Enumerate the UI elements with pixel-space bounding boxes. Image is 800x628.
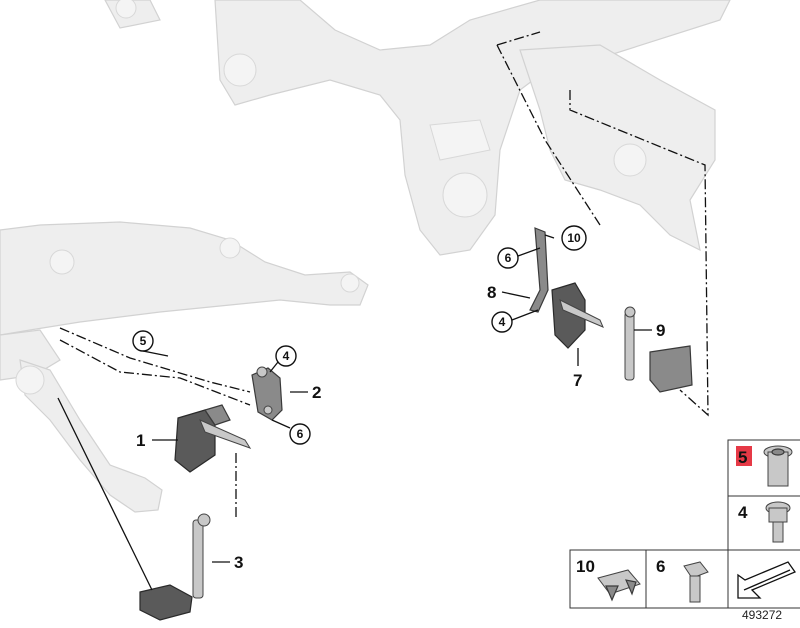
ghost-rear-subframe-top [104,0,731,256]
rivet-nut-icon [763,445,793,487]
callout-9: 9 [656,321,665,340]
callout-circle-4-left [275,345,297,367]
direction-arrow-icon [737,561,796,599]
legend-5-highlight [736,446,752,466]
assembly-lines [59,31,709,520]
ghost-axle-carrier-left [0,221,369,513]
callout-circle-6-right [497,247,519,269]
coupling-rod-right [624,306,693,393]
bracket-right [529,227,549,313]
legend-key-6: 6 [656,557,665,576]
callout-circle-4-right [491,311,513,333]
callout-7: 7 [573,371,582,390]
hex-bolt-icon [683,561,709,603]
callout-6-right: 6 [505,251,512,265]
clip-nut-icon [597,569,641,602]
callout-1: 1 [136,431,145,450]
callout-circle-6-left [289,423,311,445]
socket-bolt-icon [765,501,791,543]
callout-10: 10 [567,231,581,245]
callout-circle-10 [561,225,587,251]
callout-3: 3 [234,553,243,572]
callout-4-left: 4 [283,349,290,363]
callout-6-left: 6 [297,427,304,441]
fastener-key-table: 5 4 10 6 [569,439,800,609]
level-sensor-left [174,404,252,473]
legend-key-10: 10 [576,557,595,576]
level-sensor-right [551,282,604,349]
legend-key-5: 5 [738,448,747,467]
callout-5: 5 [140,334,147,348]
callout-4-right: 4 [499,315,506,329]
leader-lines [57,234,652,591]
bracket-left [251,366,283,421]
coupling-rod-left [139,513,211,621]
callout-2: 2 [312,383,321,402]
legend-key-4: 4 [738,503,748,522]
callout-8: 8 [487,283,496,302]
document-number: 493272 [742,608,783,622]
